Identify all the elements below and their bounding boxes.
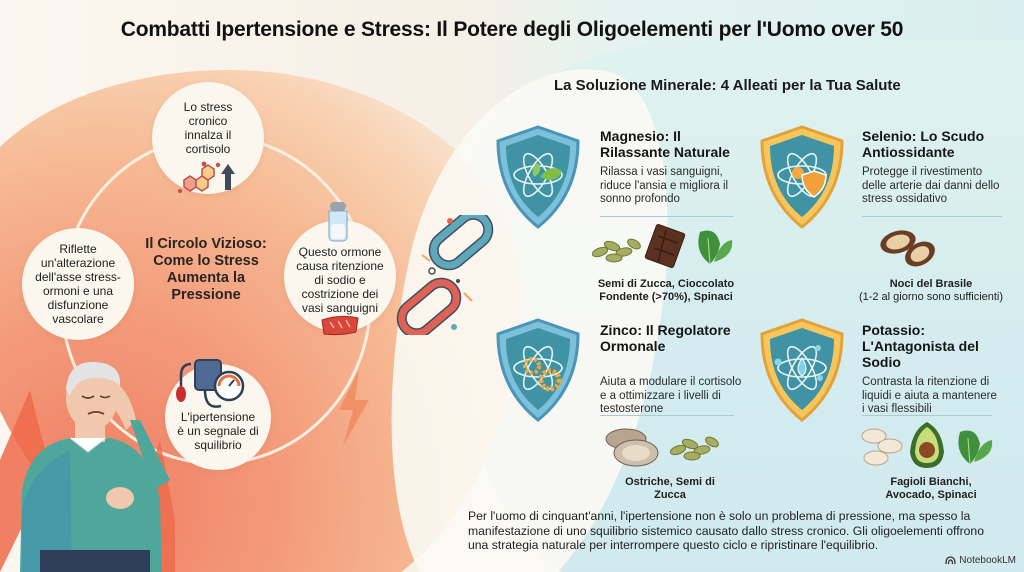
brand-watermark: NotebookLM [945, 555, 1016, 566]
food-sources-label: Ostriche, Semi di Zucca [625, 476, 715, 501]
avocado-icon [910, 422, 944, 468]
food-sources-label: Fagioli Bianchi, Avocado, Spinaci [885, 476, 977, 501]
brazil-nuts-icon [880, 230, 935, 267]
pumpkin-seeds-icon [591, 238, 641, 263]
circle-node-sodium: Questo ormone causa ritenzione di sodio … [284, 220, 396, 332]
node-text: Lo stress cronico innalza il cortisolo [183, 100, 233, 156]
pumpkin-seeds-icon [669, 436, 719, 461]
salt-shaker-icon [328, 202, 348, 242]
cortisol-molecule-arrow-up-icon [178, 161, 235, 193]
card-heading: Magnesio: Il Rilassante Naturale [600, 128, 730, 160]
food-sources-label: Noci del Brasile [889, 278, 973, 290]
node-text: L'ipertensione è un segnale di squilibri… [177, 410, 259, 452]
lightning-bolt-icon [339, 370, 369, 446]
white-beans-icon [861, 428, 903, 466]
food-sources-label: Semi di Zucca, Cioccolato Fondente (>70%… [597, 278, 735, 303]
node-text: Riflette un'alterazione dell'asse stress… [35, 242, 121, 326]
atom-gears-shield-icon [496, 318, 580, 422]
divider [600, 415, 734, 416]
card-heading: Potassio: L'Antagonista del Sodio [862, 322, 979, 370]
brand-label: NotebookLM [959, 555, 1016, 566]
card-description: Rilassa i vasi sanguigni, riduce l'ansia… [600, 166, 729, 205]
divider [862, 415, 992, 416]
card-description: Contrasta la ritenzione di liquidi e aiu… [862, 376, 997, 415]
atom-water-drop-shield-icon [760, 318, 844, 422]
circle-node-cortisol: Lo stress cronico innalza il cortisolo [152, 82, 264, 194]
stressed-older-man-illustration [0, 361, 175, 572]
atom-leaf-shield-icon [496, 125, 580, 229]
spinach-icon [958, 430, 993, 465]
divider [600, 216, 734, 217]
card-heading: Zinco: Il Regolatore Ormonale [600, 322, 731, 354]
node-text: Questo ormone causa ritenzione di sodio … [296, 245, 384, 315]
card-description: Protegge il rivestimento delle arterie d… [862, 166, 1000, 205]
broken-chain-icon [396, 215, 494, 335]
divider [862, 216, 1002, 217]
constricted-vessel-icon [321, 315, 359, 336]
card-heading: Selenio: Lo Scudo Antiossidante [862, 128, 985, 160]
solution-title: La Soluzione Minerale: 4 Alleati per la … [554, 77, 901, 94]
summary-text: Per l'uomo di cinquant'anni, l'ipertensi… [468, 509, 984, 552]
notebooklm-logo-icon [945, 556, 956, 565]
page-title: Combatti Ipertensione e Stress: Il Poter… [120, 18, 904, 41]
circle-node-hypertension: L'ipertensione è un segnale di squilibri… [165, 364, 271, 470]
dark-chocolate-icon [644, 224, 686, 268]
card-description: Aiuta a modulare il cortisolo e a ottimi… [600, 376, 742, 415]
oysters-icon [605, 428, 659, 467]
circle-node-vascular: Riflette un'alterazione dell'asse stress… [22, 228, 134, 340]
atom-shield-icon [760, 125, 844, 229]
spinach-icon [698, 230, 733, 265]
blood-pressure-monitor-icon [176, 359, 245, 408]
food-sources-note: (1-2 al giorno sono sufficienti) [858, 291, 1004, 303]
vicious-circle-title: Il Circolo Vizioso: Come lo Stress Aumen… [145, 236, 267, 303]
